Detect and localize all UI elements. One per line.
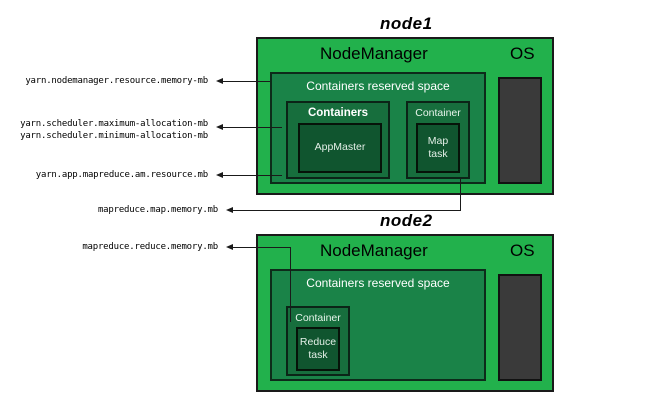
node2-reduce-task-box: Reduce task [296,327,340,371]
node2-container-label: Container [295,312,341,324]
node1-box: NodeManager OS Containers reserved space… [256,37,554,195]
node2-title: node2 [380,211,433,230]
connector-reduce-memory-vertical [290,247,291,322]
node1-appmaster-label: AppMaster [314,141,366,154]
node1-reserved-space-label: Containers reserved space [306,79,450,93]
node2-reduce-task-label-line1: Reduce [299,335,337,348]
connector-map-memory-vertical [460,178,461,210]
node1-map-task-label-line2: task [428,148,448,160]
connector-map-memory-horizontal [233,210,461,211]
node1-container-label: Container [415,107,461,119]
node1-container-map: Container Map task [406,101,470,179]
connector-am-resource [223,175,282,176]
node2-reserved-space-label: Containers reserved space [306,276,450,290]
arrow-scheduler-allocation [216,124,223,130]
annotation-scheduler-minimum-allocation: yarn.scheduler.minimum-allocation-mb [20,131,208,141]
arrow-reduce-memory [226,244,233,250]
node1-os-block [498,77,542,184]
arrow-am-resource [216,172,223,178]
node1-map-task-box: Map task [416,123,460,173]
arrow-map-memory [226,207,233,213]
node1-containers-group-label: Containers [307,107,369,119]
node1-os-label: OS [510,44,535,63]
node2-os-block [498,274,542,381]
node1-title: node1 [380,14,433,33]
annotation-map-memory: mapreduce.map.memory.mb [97,205,218,215]
node1-containers-group: Containers AppMaster [286,101,390,179]
annotation-scheduler-maximum-allocation: yarn.scheduler.maximum-allocation-mb [20,119,208,129]
node2-containers-reserved-space: Containers reserved space Container Redu… [270,269,486,381]
node2-box: NodeManager OS Containers reserved space… [256,234,554,392]
connector-reduce-memory-horizontal [233,247,291,248]
node1-appmaster-box: AppMaster [298,123,382,173]
node1-nodemanager-label: NodeManager [320,44,428,63]
node2-reduce-task-label-line2: task [308,349,328,361]
annotation-am-resource: yarn.app.mapreduce.am.resource.mb [35,170,208,180]
node2-container-reduce: Container Reduce task [286,306,350,376]
arrow-nodemanager-resource-memory [216,78,223,84]
node2-nodemanager-label: NodeManager [320,241,428,260]
connector-nodemanager-resource-memory [223,81,270,82]
node1-map-task-label-line1: Map [427,134,449,147]
node1-containers-reserved-space: Containers reserved space Containers App… [270,72,486,184]
annotation-nodemanager-resource-memory: yarn.nodemanager.resource.memory-mb [25,76,208,86]
annotation-reduce-memory: mapreduce.reduce.memory.mb [82,242,218,252]
connector-scheduler-allocation [223,127,282,128]
node2-os-label: OS [510,241,535,260]
